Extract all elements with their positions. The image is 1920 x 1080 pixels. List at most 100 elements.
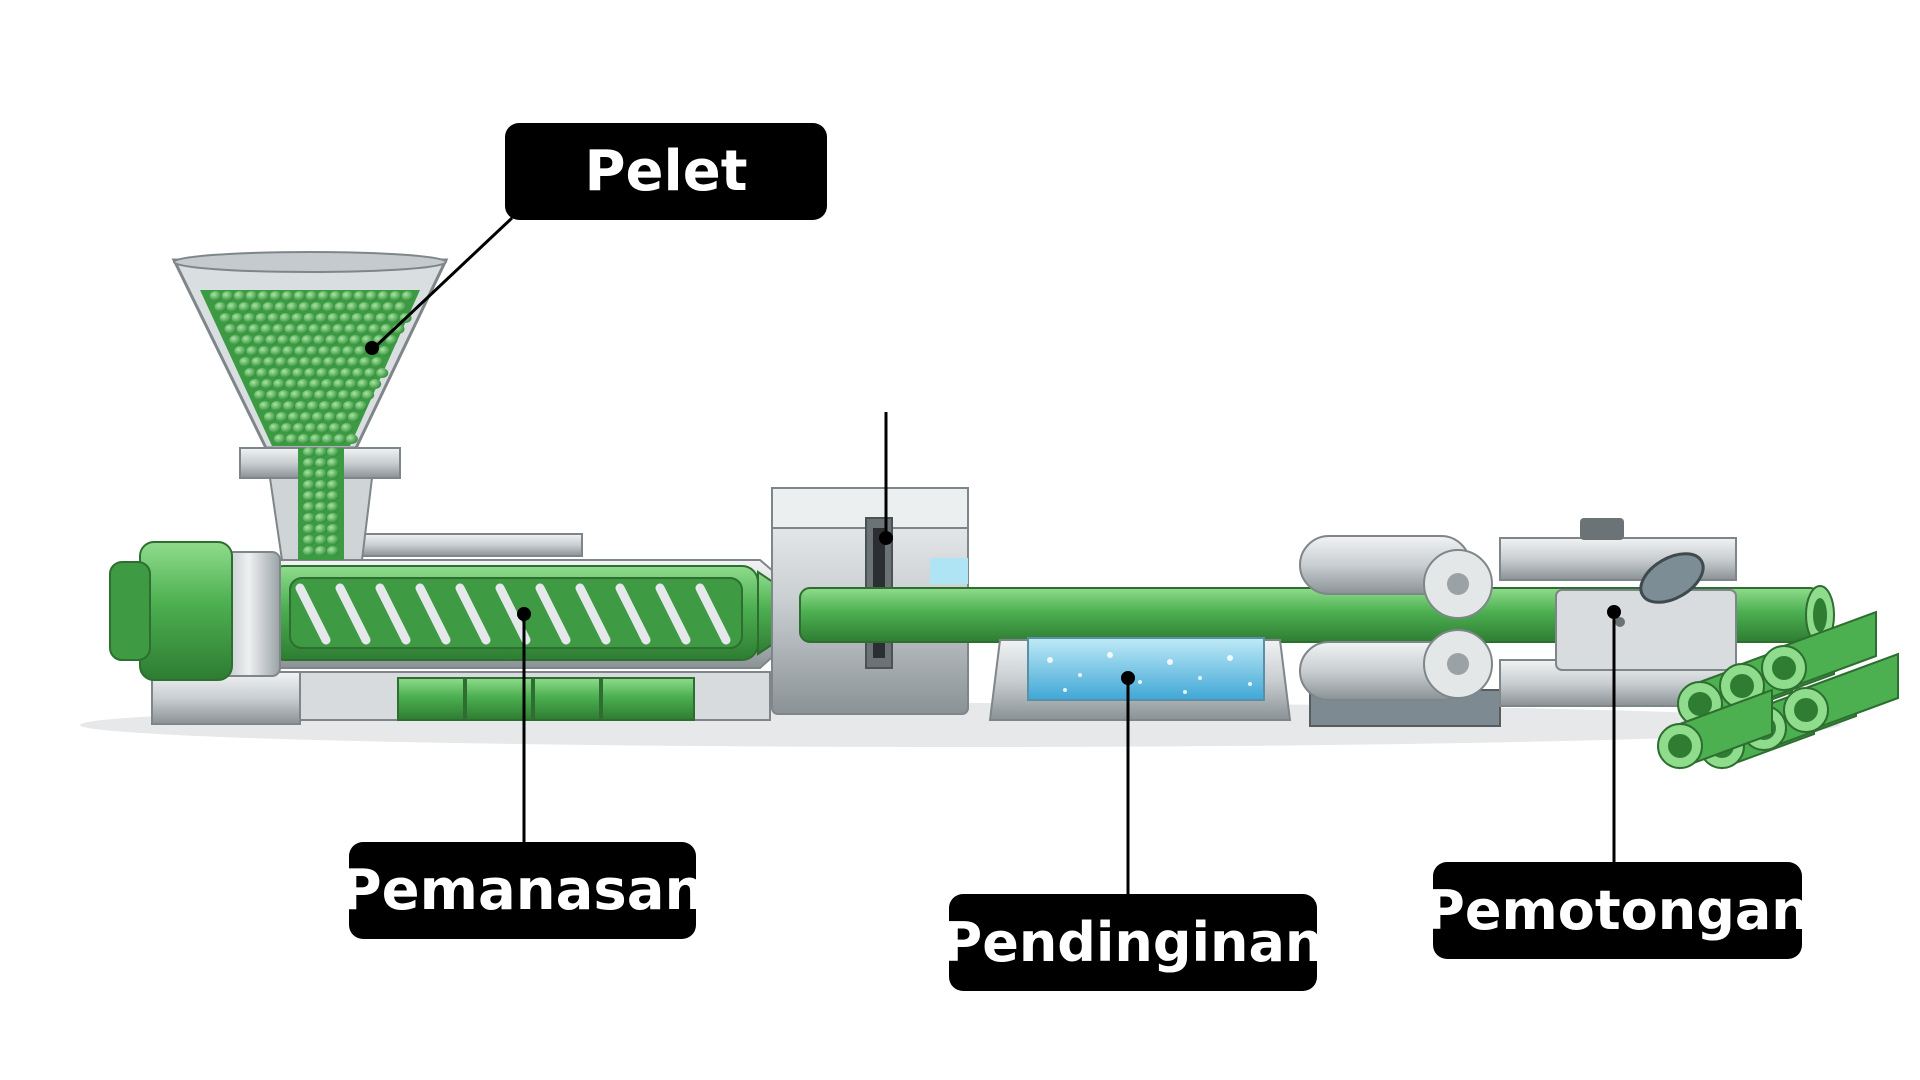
- pellet: [287, 357, 300, 367]
- pellet: [279, 313, 292, 323]
- pellet: [359, 357, 372, 367]
- pellet: [334, 302, 347, 312]
- pellet: [306, 346, 319, 356]
- pellet: [325, 335, 338, 345]
- pellet: [327, 313, 340, 323]
- hopper-icon: [171, 251, 449, 561]
- pellet: [311, 412, 324, 422]
- pellet: [239, 357, 252, 367]
- pellet: [260, 324, 273, 334]
- pellet: [229, 335, 242, 345]
- pellet: [297, 434, 310, 444]
- pellet: [331, 401, 344, 411]
- label-pelet: Pelet: [505, 123, 827, 220]
- pellet: [285, 434, 298, 444]
- pellet: [354, 346, 367, 356]
- pellet: [294, 346, 307, 356]
- pellet: [376, 368, 389, 378]
- pellet: [251, 357, 264, 367]
- pellet: [259, 401, 272, 411]
- pellet: [262, 302, 275, 312]
- pellet: [350, 390, 363, 400]
- pellet: [327, 447, 339, 457]
- pellet: [253, 335, 266, 345]
- pellet: [319, 401, 332, 411]
- pellet: [315, 491, 327, 501]
- pellet: [303, 458, 315, 468]
- pellet: [278, 390, 291, 400]
- pellet: [280, 368, 293, 378]
- pellet: [246, 346, 259, 356]
- pellet: [291, 313, 304, 323]
- pellet: [283, 401, 296, 411]
- label-pemanasan: Pemanasan: [341, 842, 704, 939]
- pellet: [323, 357, 336, 367]
- pellet: [243, 313, 256, 323]
- pellet: [327, 524, 339, 534]
- pellet: [274, 302, 287, 312]
- pellet: [275, 357, 288, 367]
- pellet: [322, 302, 335, 312]
- pellet: [345, 379, 358, 389]
- pellet: [332, 324, 345, 334]
- pellet: [315, 313, 328, 323]
- pellet: [373, 335, 386, 345]
- pellet: [303, 469, 315, 479]
- pellet: [315, 502, 327, 512]
- pellet: [327, 513, 339, 523]
- pellet: [282, 346, 295, 356]
- leader-pelet: [372, 216, 514, 350]
- pellet: [236, 324, 249, 334]
- pellet: [238, 302, 251, 312]
- pellet: [309, 434, 322, 444]
- leader-lines: [372, 216, 1616, 894]
- pellet: [250, 302, 263, 312]
- pellet: [285, 379, 298, 389]
- pellet: [337, 335, 350, 345]
- pellet: [290, 390, 303, 400]
- pellet: [351, 313, 364, 323]
- pellet: [289, 335, 302, 345]
- cut-pipe-hole: [1688, 692, 1712, 716]
- pellet: [315, 480, 327, 490]
- pellet: [327, 480, 339, 490]
- pellet: [309, 379, 322, 389]
- pellet: [349, 335, 362, 345]
- pellet: [368, 324, 381, 334]
- pellet: [357, 379, 370, 389]
- pellet: [266, 390, 279, 400]
- pellet: [333, 434, 346, 444]
- pellet: [327, 458, 339, 468]
- pellet: [347, 412, 360, 422]
- pellet: [303, 480, 315, 490]
- label-pendinginan: Pendinginan: [943, 894, 1323, 991]
- cooling-tank-icon: [988, 637, 1292, 721]
- pellet: [310, 302, 323, 312]
- extruder-barrel-icon: [109, 533, 801, 725]
- pellet: [344, 324, 357, 334]
- pellet: [257, 291, 270, 301]
- pellet: [224, 324, 237, 334]
- pellet: [307, 401, 320, 411]
- pellet: [321, 434, 334, 444]
- pellet: [272, 324, 285, 334]
- pellet: [315, 458, 327, 468]
- pellet: [265, 335, 278, 345]
- pellet: [327, 469, 339, 479]
- pellet: [335, 412, 348, 422]
- pellet: [375, 313, 388, 323]
- pellet: [277, 335, 290, 345]
- cut-pipe-hole: [1772, 656, 1796, 680]
- pellet: [303, 535, 315, 545]
- pellet: [269, 291, 282, 301]
- pellet: [315, 469, 327, 479]
- pellet: [295, 401, 308, 411]
- pellet: [244, 368, 257, 378]
- pellet: [303, 502, 315, 512]
- pellet: [292, 423, 305, 433]
- pellet: [293, 291, 306, 301]
- label-pemotongan: Pemotongan: [1425, 862, 1810, 959]
- pellet: [320, 324, 333, 334]
- pellet: [305, 291, 318, 301]
- pellet: [377, 291, 390, 301]
